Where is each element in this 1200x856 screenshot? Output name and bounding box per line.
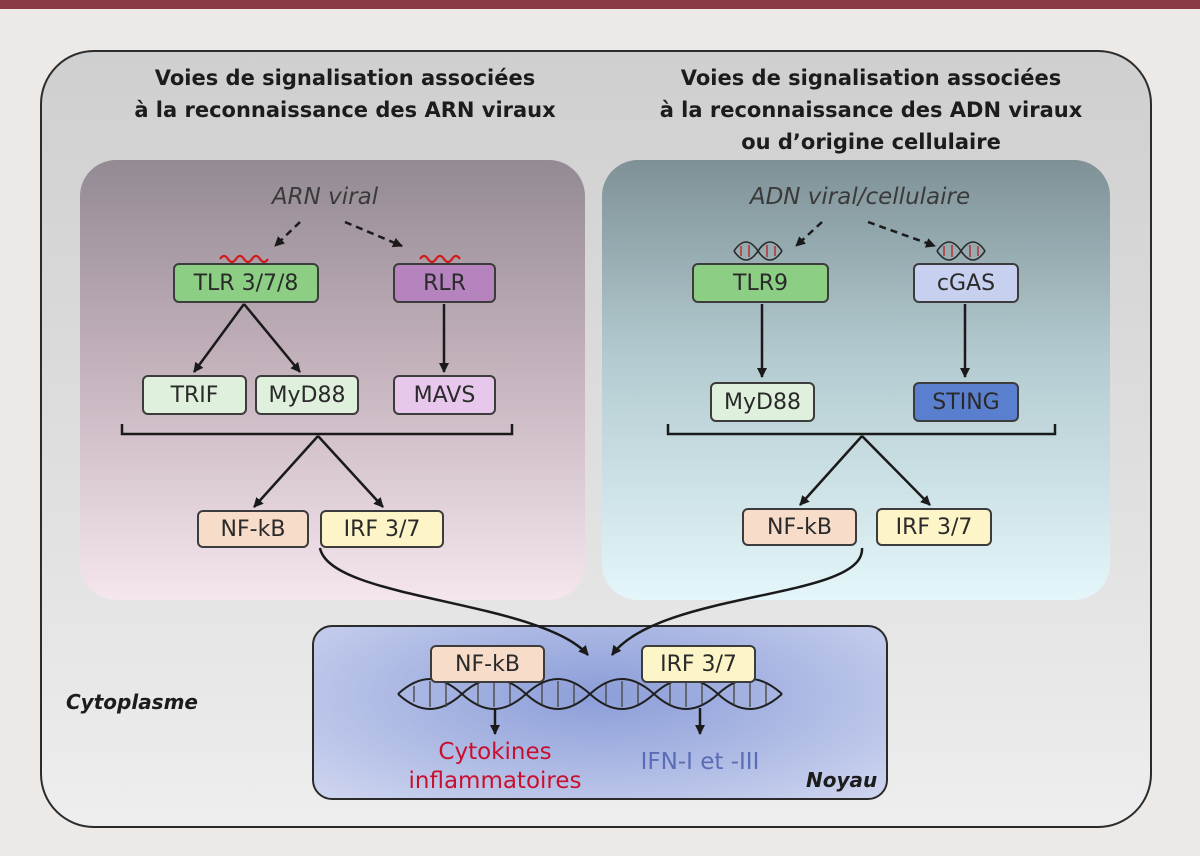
top-accent-bar: [0, 0, 1200, 9]
arrow-adn-to-cgas: [867, 220, 936, 248]
arrow-arn-to-tlr: [274, 221, 301, 247]
left-bracket: [120, 424, 514, 436]
noyau-label: Noyau: [806, 768, 878, 792]
trif-node: TRIF: [142, 375, 247, 415]
arrow-adn-to-tlr9: [795, 221, 823, 247]
rna-squiggle-rlr: [419, 254, 461, 264]
adn-viral-cellulaire-label: ADN viral/cellulaire: [749, 184, 971, 210]
irf-nucleus-node: IRF 3/7: [641, 645, 756, 683]
cgas-node: cGAS: [913, 263, 1019, 303]
ifn-label: IFN-I et -III: [640, 749, 760, 775]
nfkb-nucleus-node: NF-kB: [430, 645, 545, 683]
left-title: Voies de signalisation associées à la re…: [134, 66, 556, 122]
irf-left-node: IRF 3/7: [320, 510, 444, 548]
arrow-right-bracket-to-nfkb: [799, 435, 863, 506]
rlr-node: RLR: [393, 263, 496, 303]
tlr-3-7-8-node: TLR 3/7/8: [173, 263, 319, 303]
right-bracket: [666, 424, 1057, 436]
nfkb-right-node: NF-kB: [742, 508, 857, 546]
mavs-node: MAVS: [393, 375, 496, 415]
arn-viral-label: ARN viral: [271, 184, 379, 210]
arrow-left-bracket-to-irf: [317, 435, 384, 508]
nfkb-left-node: NF-kB: [197, 510, 309, 548]
dna-helix-cgas: [936, 241, 986, 261]
nucleus: [312, 625, 888, 800]
right-title: Voies de signalisation associées à la re…: [659, 66, 1083, 154]
rna-squiggle-tlr: [219, 254, 269, 264]
arrow-right-bracket-to-irf: [861, 435, 931, 506]
tlr9-node: TLR9: [692, 263, 829, 303]
dna-helix-tlr9: [733, 241, 783, 261]
arrow-right-to-nucleus: [610, 547, 864, 656]
irf-right-node: IRF 3/7: [876, 508, 992, 546]
nuclear-dna: [397, 678, 783, 710]
myd88-right-node: MyD88: [710, 382, 815, 422]
cytokines-inflammatoires-label: Cytokines inflammatoires: [408, 739, 582, 794]
arrow-tlr-to-trif: [192, 303, 246, 373]
arrow-left-to-nucleus: [318, 547, 589, 656]
nuclear-dna-rungs: [413, 681, 767, 707]
arrow-arn-to-rlr: [344, 220, 403, 248]
cytoplasme-label: Cytoplasme: [66, 690, 198, 714]
arrow-left-bracket-to-nfkb: [253, 435, 319, 508]
arrow-tlr-to-myd88: [243, 303, 301, 373]
myd88-left-node: MyD88: [255, 375, 359, 415]
sting-node: STING: [913, 382, 1019, 422]
